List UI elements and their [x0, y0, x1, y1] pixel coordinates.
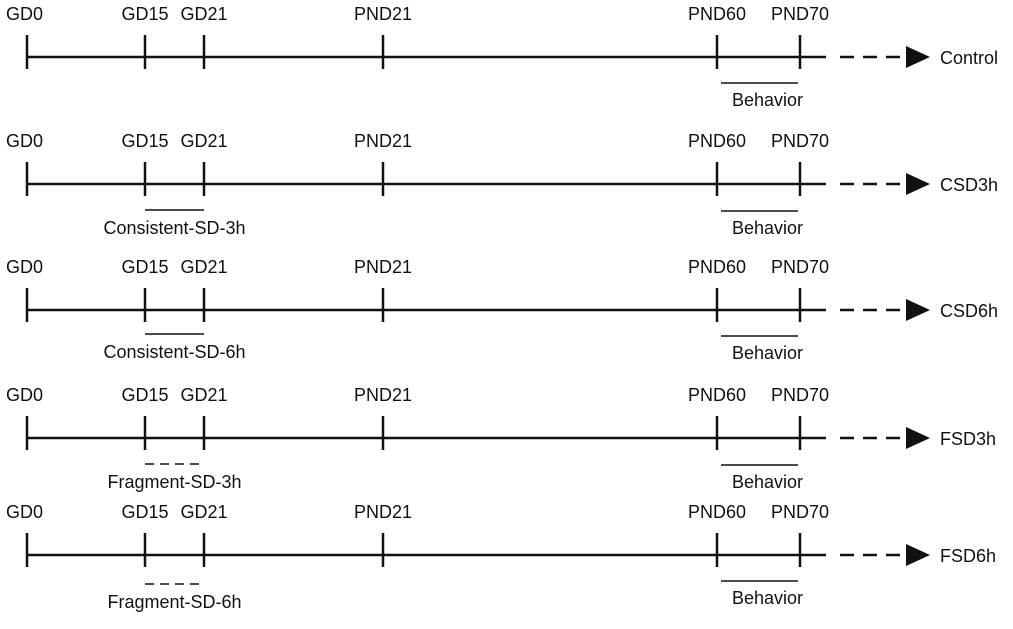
timepoint-label-gd21: GD21 [180, 131, 227, 151]
timepoint-label-pnd21: PND21 [354, 385, 412, 405]
timepoint-label-gd0: GD0 [6, 385, 43, 405]
timepoint-label-gd21: GD21 [180, 257, 227, 277]
timepoint-label-pnd21: PND21 [354, 131, 412, 151]
timepoint-label-pnd21: PND21 [354, 257, 412, 277]
arrow-head-icon [906, 299, 930, 321]
arrow-head-icon [906, 427, 930, 449]
timeline-row-fsd3h: GD0 GD15 GD21 PND21 PND60 PND70FSD3hFragment-… [6, 385, 996, 492]
timepoint-label-pnd70: PND70 [771, 257, 829, 277]
timepoint-label-gd15: GD15 [121, 502, 168, 522]
timepoint-label-pnd70: PND70 [771, 385, 829, 405]
timepoint-label-gd15: GD15 [121, 4, 168, 24]
timepoint-label-pnd60: PND60 [688, 4, 746, 24]
behavior-label: Behavior [732, 90, 803, 110]
group-label: FSD3h [940, 429, 996, 449]
arrow-head-icon [906, 544, 930, 566]
timepoint-label-pnd21: PND21 [354, 4, 412, 24]
timepoint-label-gd0: GD0 [6, 257, 43, 277]
behavior-label: Behavior [732, 588, 803, 608]
timeline-row-control: GD0 GD15 GD21 PND21 PND60 PND70ControlBehavio… [6, 4, 998, 110]
timepoint-label-pnd60: PND60 [688, 385, 746, 405]
behavior-label: Behavior [732, 343, 803, 363]
timepoint-label-gd21: GD21 [180, 385, 227, 405]
group-label: CSD3h [940, 175, 998, 195]
timeline-row-csd3h: GD0 GD15 GD21 PND21 PND60 PND70CSD3hConsisten… [6, 131, 998, 238]
sleep-deprivation-label: Fragment-SD-6h [107, 592, 241, 612]
sleep-deprivation-label: Fragment-SD-3h [107, 472, 241, 492]
timepoint-label-gd15: GD15 [121, 385, 168, 405]
timepoint-label-gd15: GD15 [121, 131, 168, 151]
timepoint-label-gd0: GD0 [6, 4, 43, 24]
timepoint-label-pnd60: PND60 [688, 502, 746, 522]
arrow-head-icon [906, 173, 930, 195]
timeline-row-fsd6h: GD0 GD15 GD21 PND21 PND60 PND70FSD6hFragment-… [6, 502, 996, 612]
timepoint-label-pnd21: PND21 [354, 502, 412, 522]
timepoint-label-pnd70: PND70 [771, 131, 829, 151]
behavior-label: Behavior [732, 218, 803, 238]
group-label: CSD6h [940, 301, 998, 321]
timepoint-label-pnd60: PND60 [688, 257, 746, 277]
timepoint-label-gd0: GD0 [6, 131, 43, 151]
sleep-deprivation-label: Consistent-SD-3h [103, 218, 245, 238]
timepoint-label-gd0: GD0 [6, 502, 43, 522]
arrow-head-icon [906, 46, 930, 68]
timepoint-label-pnd70: PND70 [771, 502, 829, 522]
timepoint-label-gd21: GD21 [180, 502, 227, 522]
sleep-deprivation-label: Consistent-SD-6h [103, 342, 245, 362]
group-label: Control [940, 48, 998, 68]
behavior-label: Behavior [732, 472, 803, 492]
timeline-row-csd6h: GD0 GD15 GD21 PND21 PND60 PND70CSD6hConsisten… [6, 257, 998, 363]
timepoint-label-pnd60: PND60 [688, 131, 746, 151]
timepoint-label-pnd70: PND70 [771, 4, 829, 24]
timepoint-label-gd15: GD15 [121, 257, 168, 277]
timepoint-label-gd21: GD21 [180, 4, 227, 24]
group-label: FSD6h [940, 546, 996, 566]
